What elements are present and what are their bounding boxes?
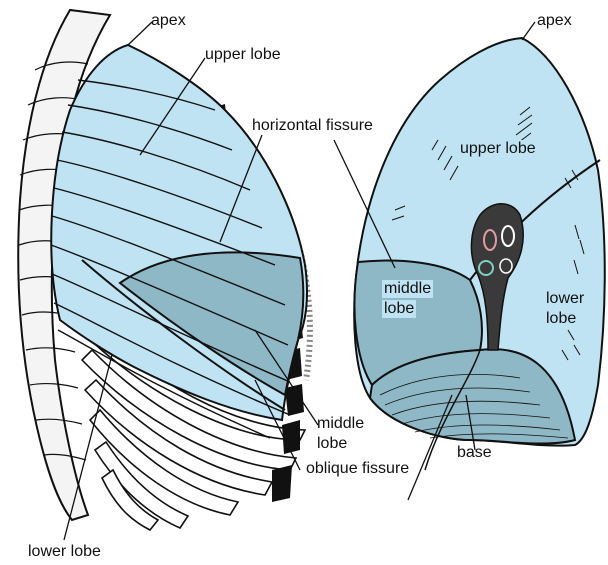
label-left-middle-lobe-2: lobe xyxy=(317,435,347,453)
label-right-lower-lobe-1: lower xyxy=(546,290,584,308)
label-right-middle-lobe-2: lobe xyxy=(382,300,416,318)
label-left-lower-lobe: lower lobe xyxy=(28,543,101,561)
label-oblique-fissure: oblique fissure xyxy=(306,460,409,478)
label-left-upper-lobe: upper lobe xyxy=(205,46,281,64)
label-base: base xyxy=(457,444,492,462)
lateral-view-figure xyxy=(18,10,310,530)
label-right-apex: apex xyxy=(537,12,572,30)
label-horizontal-fissure: horizontal fissure xyxy=(252,117,373,135)
label-left-middle-lobe-1: middle xyxy=(317,415,364,433)
label-right-upper-lobe: upper lobe xyxy=(458,140,538,158)
label-right-lower-lobe-2: lobe xyxy=(546,310,576,328)
medial-view-figure xyxy=(354,38,605,470)
label-right-middle-lobe-1: middle xyxy=(382,280,433,298)
label-left-apex: apex xyxy=(151,12,186,30)
